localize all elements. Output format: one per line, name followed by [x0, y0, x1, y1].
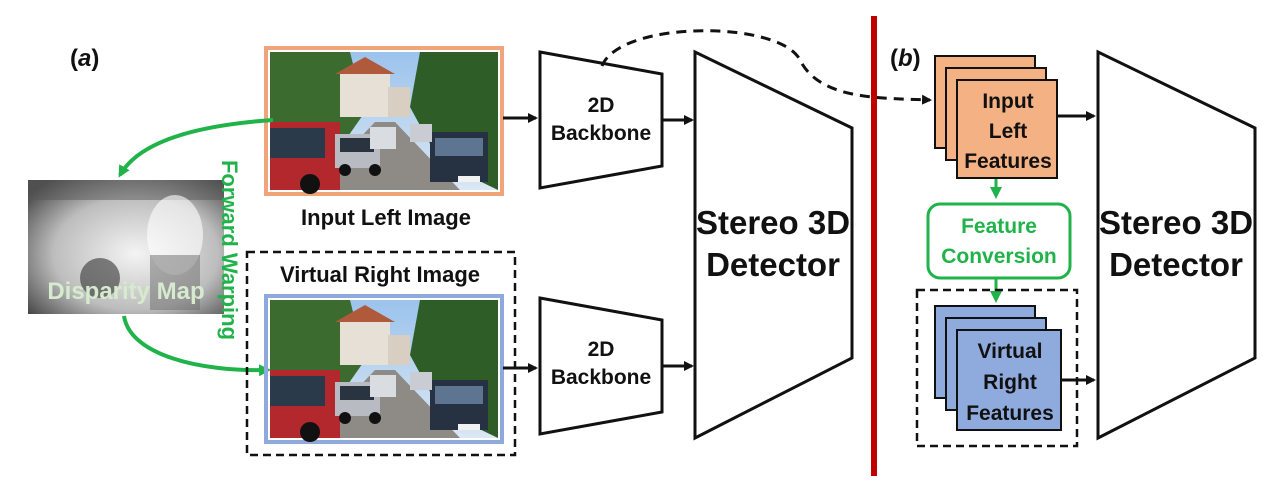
input-left-features-stack — [934, 55, 1058, 179]
virtual-right-image-caption: Virtual Right Image — [280, 262, 480, 287]
dashed-link-to-features — [600, 29, 932, 105]
panel-a-label: (a) — [70, 45, 99, 72]
panel-b-label: (b) — [890, 45, 921, 72]
warp-arrow-to-disparity — [118, 118, 274, 178]
virtual-right-features-stack — [934, 305, 1062, 431]
backbone-bottom — [538, 296, 664, 436]
virtual-right-features-line2: Right — [983, 371, 1037, 394]
input-left-features-line1: Input — [982, 90, 1033, 113]
backbone-bottom-line2: Backbone — [551, 366, 651, 389]
virtual-features-dashed-box — [915, 288, 1079, 448]
virtual-right-dashed-box — [245, 250, 517, 457]
virtual-right-features-line3: Features — [966, 402, 1054, 425]
feature-conversion-line2: Conversion — [941, 245, 1057, 268]
input-left-features-line2: Left — [989, 120, 1028, 143]
stereo-detector-b-line2: Detector — [1109, 246, 1243, 283]
backbone-bottom-line1: 2D — [588, 338, 615, 361]
input-left-features-line3: Features — [964, 150, 1052, 173]
feature-conversion-box — [926, 202, 1072, 280]
virtual-right-image-frame — [264, 294, 504, 444]
forward-warping-label: Forward Warping — [217, 160, 242, 340]
backbone-top-line1: 2D — [588, 94, 615, 117]
stereo-detector-b — [1096, 49, 1257, 441]
stereo-detector-a — [693, 49, 854, 441]
warp-arrow-to-virtual — [122, 315, 271, 377]
disparity-map — [28, 180, 224, 314]
feature-conversion-line1: Feature — [961, 215, 1037, 238]
disparity-map-label: Disparity Map — [47, 278, 204, 305]
virtual-right-features-line1: Virtual — [978, 340, 1043, 363]
virtual-right-image — [264, 294, 504, 444]
stereo-detector-a-line2: Detector — [706, 246, 840, 283]
input-left-image — [264, 46, 504, 196]
backbone-top — [538, 50, 664, 190]
stereo-detector-b-line1: Stereo 3D — [1099, 204, 1253, 241]
input-left-image-caption: Input Left Image — [301, 205, 471, 230]
backbone-top-line2: Backbone — [551, 122, 651, 145]
stereo-detector-a-line1: Stereo 3D — [696, 204, 850, 241]
